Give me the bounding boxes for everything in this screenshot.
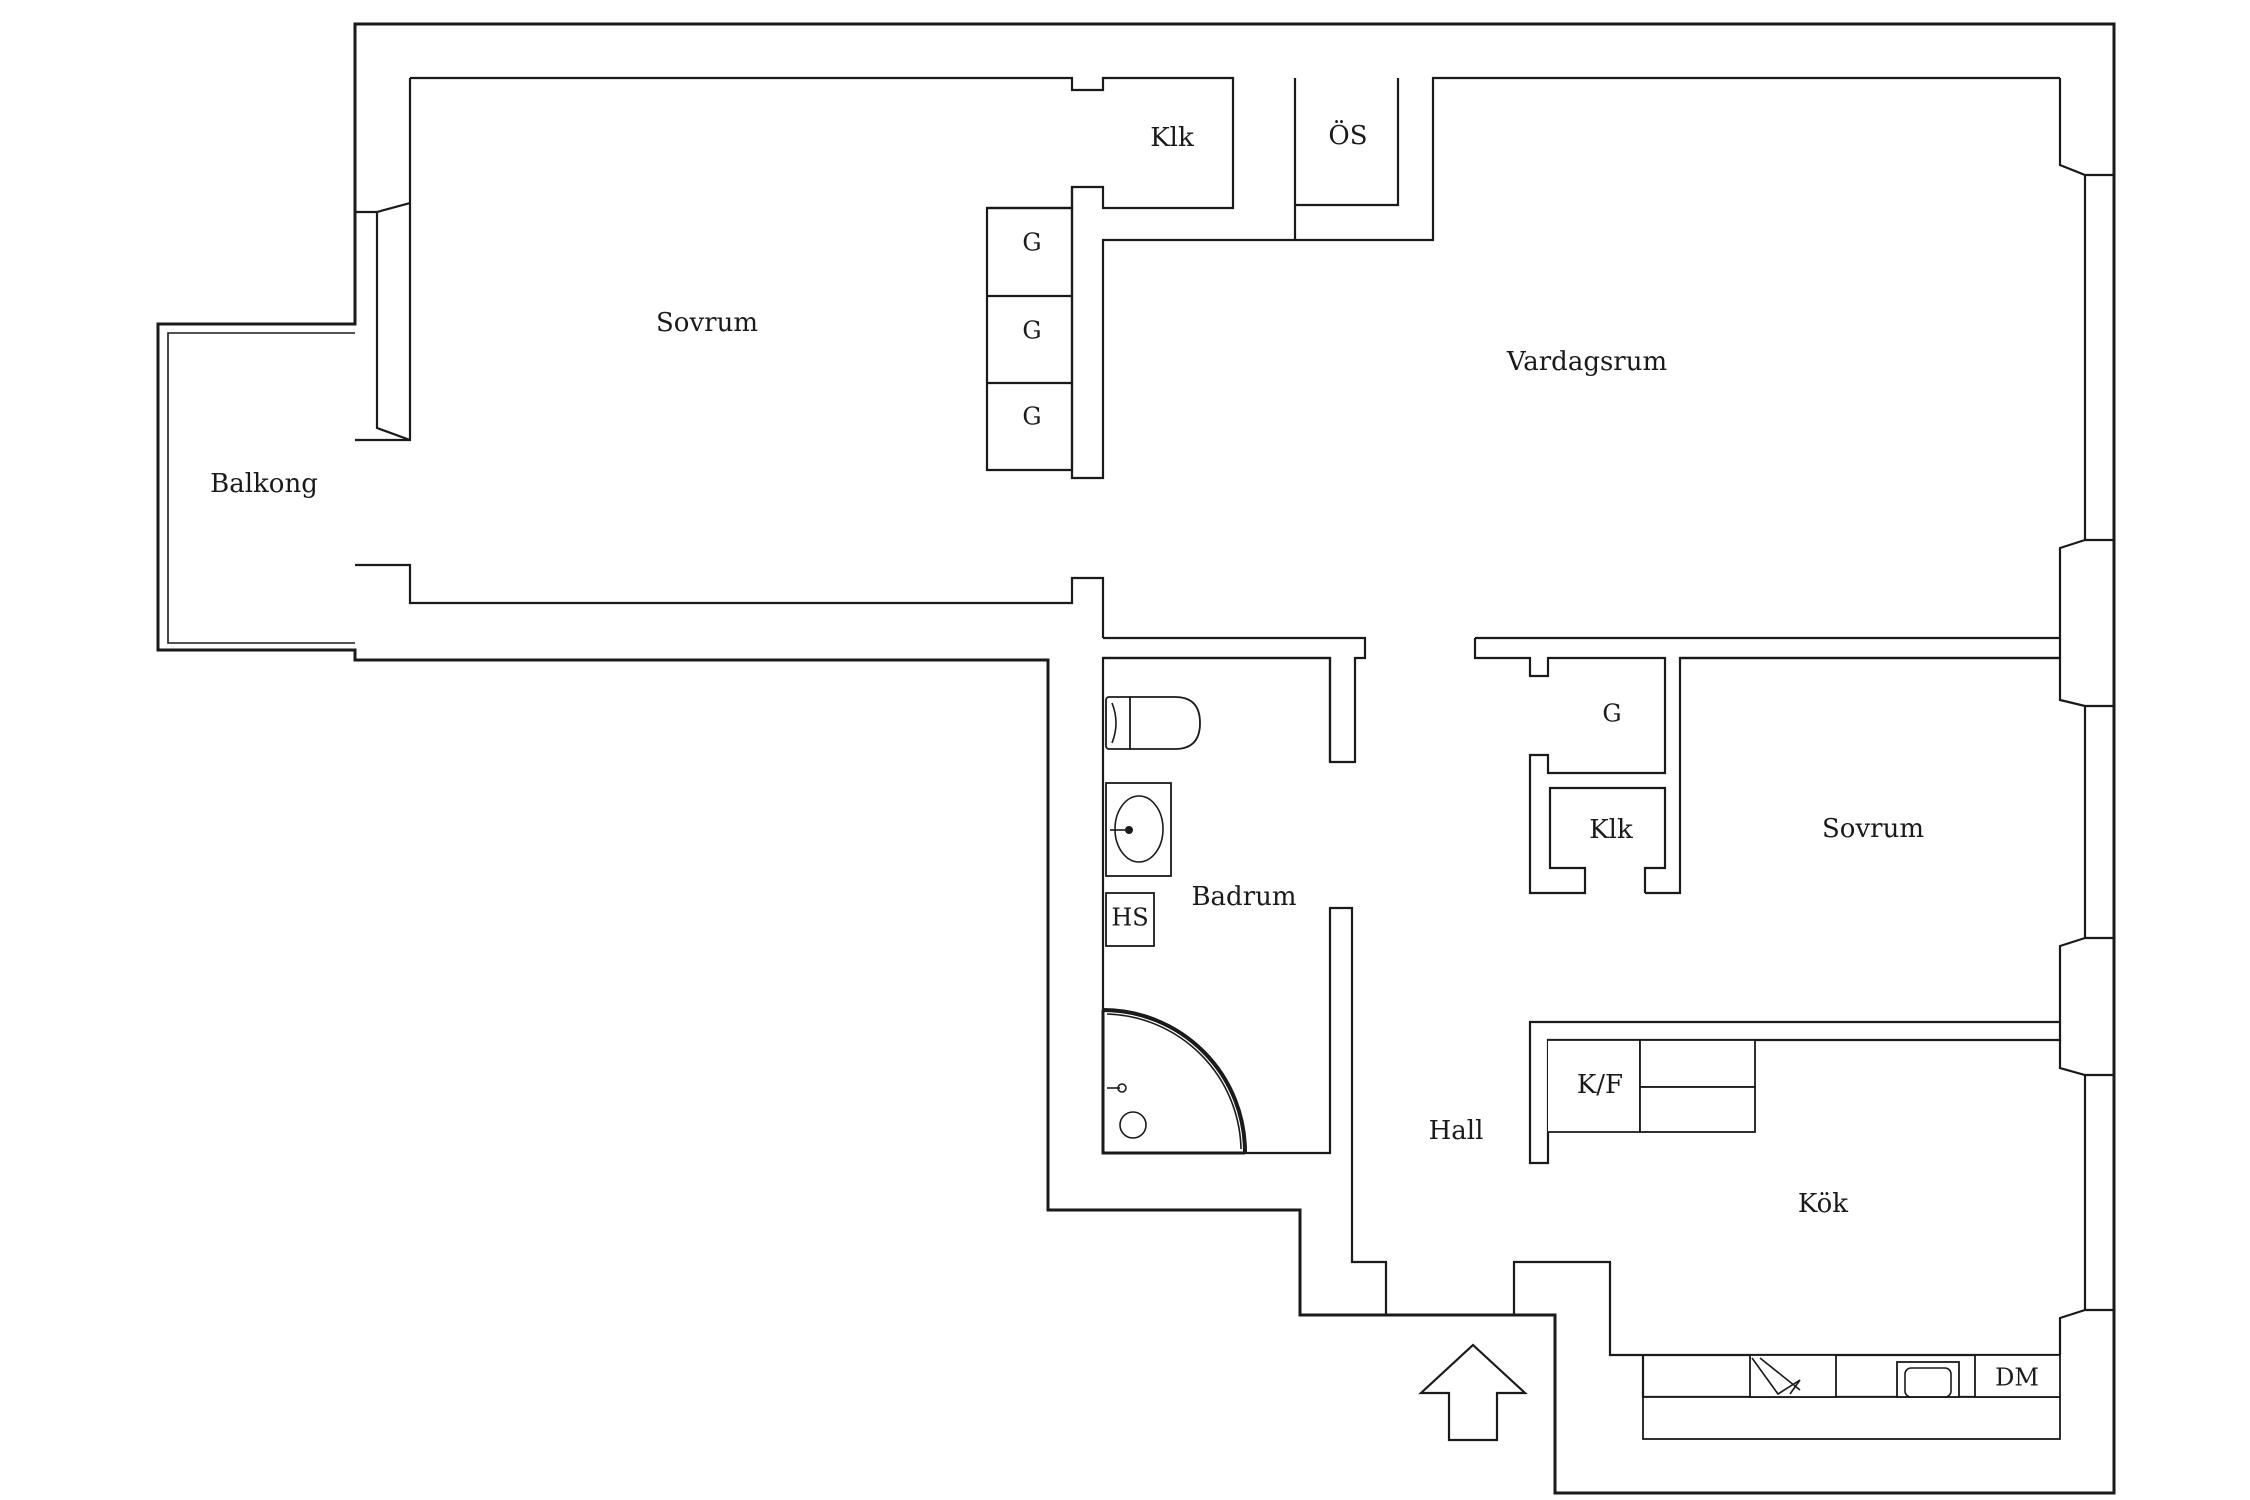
label-kf: K/F xyxy=(1577,1070,1623,1100)
label-g2: G xyxy=(1022,317,1041,345)
kitchen-counter xyxy=(1642,1396,2061,1440)
bedroom-left xyxy=(355,76,2060,638)
label-kok: Kök xyxy=(1798,1189,1848,1219)
kitchen xyxy=(1548,1039,2114,1440)
label-klk-right: Klk xyxy=(1589,815,1633,845)
label-balkong: Balkong xyxy=(210,469,318,499)
label-dm: DM xyxy=(1995,1364,2039,1392)
label-sovrum-right: Sovrum xyxy=(1822,814,1924,844)
label-os: ÖS xyxy=(1328,119,1367,151)
bathroom xyxy=(1101,656,2060,1357)
label-vardagsrum: Vardagsrum xyxy=(1506,347,1667,377)
label-sovrum-left: Sovrum xyxy=(656,308,758,338)
toilet-icon xyxy=(1105,696,1201,750)
kitchen-sink-icon xyxy=(1896,1361,1960,1398)
label-g1: G xyxy=(1022,229,1041,257)
os-closet xyxy=(1293,78,1400,240)
outer-walls xyxy=(156,22,2116,1495)
entrance-arrow-icon xyxy=(1418,1343,1528,1442)
label-hs: HS xyxy=(1111,904,1148,932)
label-klk-top: Klk xyxy=(1150,123,1194,153)
hs-cabinet xyxy=(1105,892,1155,947)
label-hall: Hall xyxy=(1429,1116,1484,1146)
room-labels: Balkong Sovrum Klk ÖS G G G Vardagsrum B… xyxy=(210,119,2039,1392)
label-g3: G xyxy=(1022,403,1041,431)
stove-icon xyxy=(1749,1354,1837,1398)
shower-icon xyxy=(1101,1008,1248,1155)
sink-icon xyxy=(1105,782,1172,877)
dishwasher xyxy=(1974,1354,2061,1398)
label-badrum: Badrum xyxy=(1191,882,1296,912)
kf-fridge xyxy=(1639,1039,1756,1088)
label-g-right: G xyxy=(1602,700,1621,728)
